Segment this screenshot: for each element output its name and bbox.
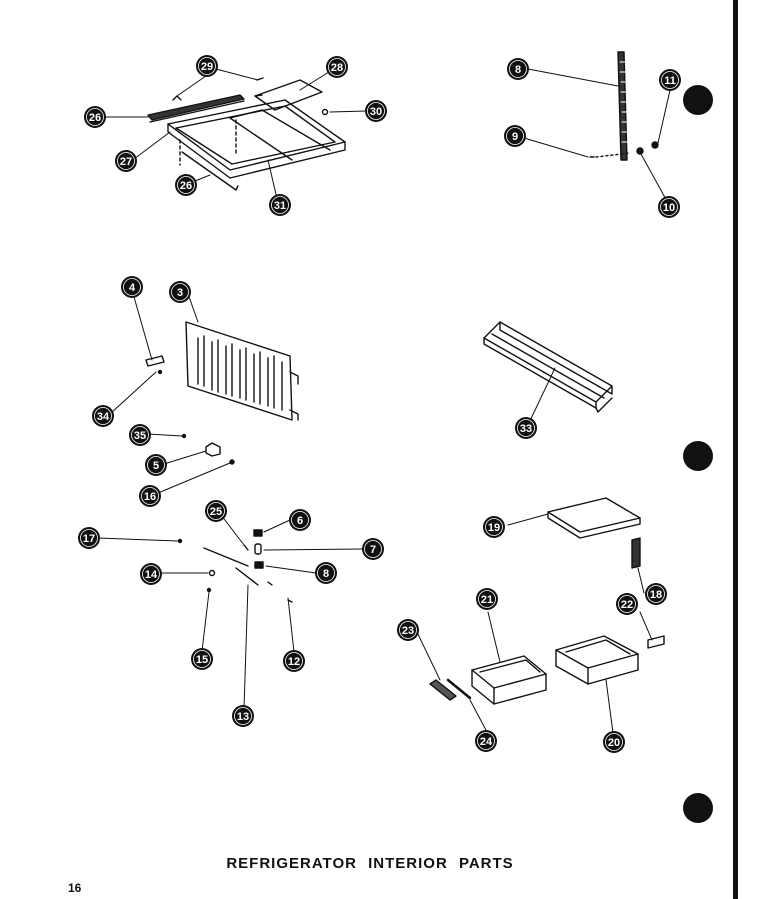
callout-19: 19 (483, 516, 505, 538)
callout-8: 8 (315, 562, 337, 584)
callout-label: 29 (201, 61, 213, 73)
callout-4: 4 (121, 276, 143, 298)
callout-label: 33 (520, 423, 532, 435)
callout-label: 19 (488, 522, 500, 534)
binder-hole (683, 85, 713, 115)
callout-27: 27 (115, 150, 137, 172)
callout-label: 12 (288, 656, 300, 668)
callout-26: 26 (175, 174, 197, 196)
shelf-frame-assembly (147, 77, 346, 191)
callout-11: 11 (659, 69, 681, 91)
callout-label: 8 (515, 64, 521, 76)
callout-label: 25 (210, 506, 222, 518)
hardware-group (177, 529, 293, 603)
callout-label: 10 (663, 202, 675, 214)
callout-35: 35 (129, 424, 151, 446)
callout-label: 28 (331, 62, 343, 74)
callout-14: 14 (140, 563, 162, 585)
callout-24: 24 (475, 730, 497, 752)
callout-label: 24 (480, 736, 493, 748)
callout-28: 28 (326, 56, 348, 78)
callout-label: 35 (134, 430, 146, 442)
callout-5: 5 (145, 454, 167, 476)
callout-label: 4 (129, 282, 136, 294)
callout-18: 18 (645, 583, 667, 605)
callout-label: 7 (370, 544, 376, 556)
callout-label: 14 (145, 569, 158, 581)
callout-16: 16 (139, 485, 161, 507)
callout-label: 17 (83, 533, 95, 545)
crisper-cover-assembly (145, 321, 299, 465)
callout-6: 6 (289, 509, 311, 531)
callout-label: 23 (402, 625, 414, 637)
callout-33: 33 (515, 417, 537, 439)
callout-30: 30 (365, 100, 387, 122)
callout-7: 7 (362, 538, 384, 560)
callout-label: 21 (481, 594, 493, 606)
channel-rail (483, 321, 613, 413)
callout-26: 26 (84, 106, 106, 128)
callout-23: 23 (397, 619, 419, 641)
callout-21: 21 (476, 588, 498, 610)
callout-20: 20 (603, 731, 625, 753)
callout-label: 26 (180, 180, 192, 192)
page-number: 16 (68, 881, 82, 895)
callout-label: 6 (297, 515, 303, 527)
callout-25: 25 (205, 500, 227, 522)
callout-13: 13 (232, 705, 254, 727)
callout-label: 11 (664, 75, 676, 87)
callout-label: 18 (650, 589, 662, 601)
callout-label: 30 (370, 106, 382, 118)
callout-8: 8 (507, 58, 529, 80)
callout-3: 3 (169, 281, 191, 303)
shelf-and-drawers (429, 497, 665, 705)
callout-label: 20 (608, 737, 620, 749)
binder-hole (683, 441, 713, 471)
callout-label: 13 (237, 711, 249, 723)
diagram-caption: REFRIGERATOR INTERIOR PARTS (226, 855, 514, 872)
callout-label: 15 (196, 654, 208, 666)
callout-label: 8 (323, 568, 329, 580)
callout-9: 9 (504, 125, 526, 147)
callout-label: 31 (274, 200, 286, 212)
callout-label: 26 (89, 112, 101, 124)
callout-10: 10 (658, 196, 680, 218)
callout-12: 12 (283, 650, 305, 672)
page-border-bar (733, 0, 738, 899)
callout-label: 27 (120, 156, 132, 168)
callout-label: 9 (512, 131, 518, 143)
callout-34: 34 (92, 405, 114, 427)
callout-label: 16 (144, 491, 156, 503)
callout-17: 17 (78, 527, 100, 549)
callout-label: 5 (153, 460, 159, 472)
callout-31: 31 (269, 194, 291, 216)
callout-29: 29 (196, 55, 218, 77)
callout-15: 15 (191, 648, 213, 670)
callout-22: 22 (616, 593, 638, 615)
callout-label: 34 (97, 411, 110, 423)
binder-hole (683, 793, 713, 823)
callout-label: 3 (177, 287, 183, 299)
shelf-ladder-assembly (589, 51, 659, 161)
callout-group: 29 28 26 30 27 26 31 8 11 9 10 4 3 34 33… (78, 55, 681, 753)
callout-label: 22 (621, 599, 633, 611)
